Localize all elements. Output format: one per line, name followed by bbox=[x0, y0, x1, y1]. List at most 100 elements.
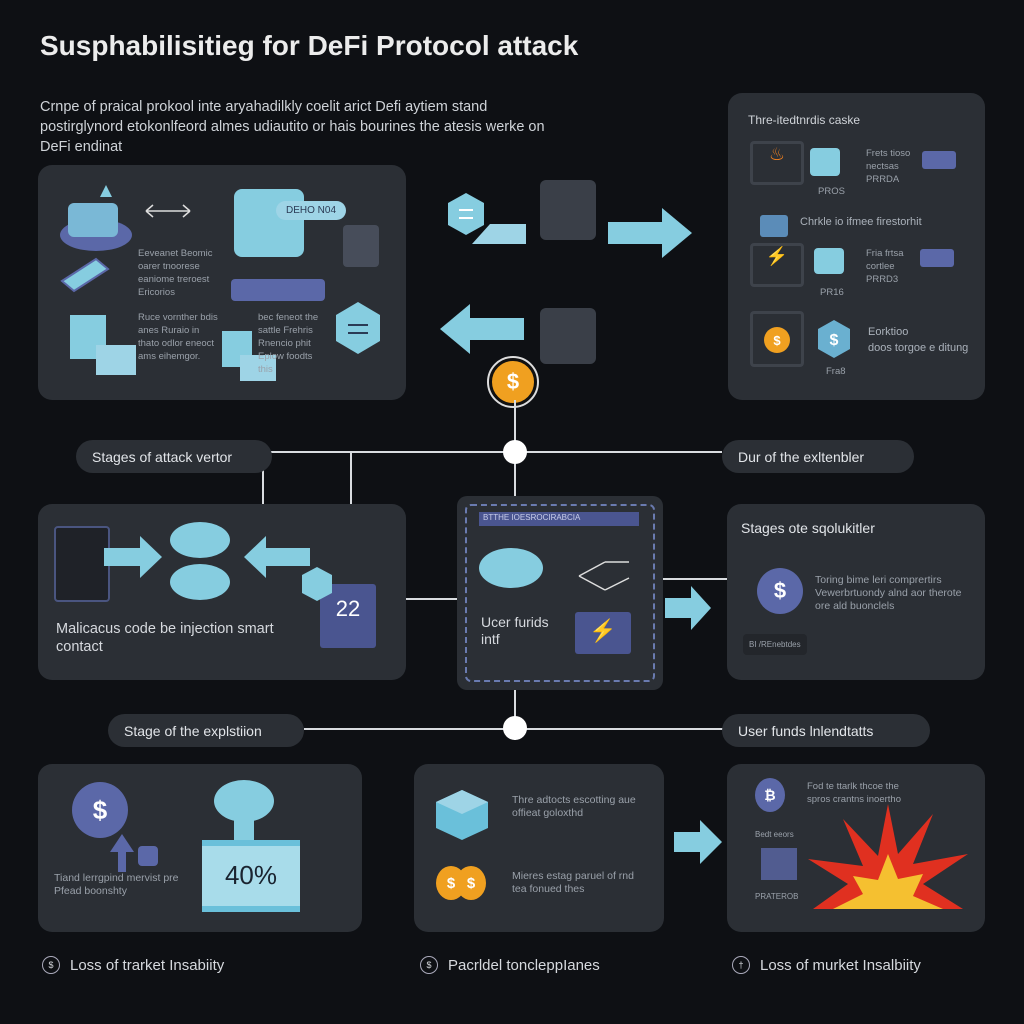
double-arrow-icon bbox=[145, 204, 191, 218]
connector-line bbox=[406, 598, 458, 600]
connector-line bbox=[514, 690, 516, 740]
subheading: Chrkle io ifmee firestorhit bbox=[800, 216, 922, 228]
row2-text: Fria frtsa cortlee PRRD3 bbox=[866, 248, 904, 285]
panel-text: Toring bime leri comprertirs Vewerbrtuon… bbox=[815, 574, 962, 612]
text-block-2: Ruce vornther bdis anes Ruraio in thato … bbox=[138, 312, 218, 362]
toolbar-bar bbox=[231, 279, 325, 301]
row3-title: Eorktioo bbox=[868, 326, 909, 338]
arrow-right-icon bbox=[608, 208, 692, 258]
fire-monitor-icon: ♨ bbox=[750, 141, 804, 185]
caption-2: $ Pacrldel toncleppIanes bbox=[420, 956, 600, 974]
panel-explosion: ₿ Fod te ttarlk thcoe the spros crantns … bbox=[727, 764, 985, 932]
hexagon-icon bbox=[302, 567, 332, 601]
svg-text:$: $ bbox=[830, 332, 839, 349]
page-title: Susphabilisitieg for DeFi Protocol attac… bbox=[40, 30, 579, 61]
panel-losses: Thre adtocts escotting aue offieat golox… bbox=[414, 764, 664, 932]
cursor-arrow-icon bbox=[110, 834, 158, 872]
coin-outline-icon: $ bbox=[42, 956, 60, 974]
dollar-coin-icon: $ bbox=[487, 356, 539, 408]
badge: DEHO N04 bbox=[276, 201, 347, 220]
cube-icon bbox=[436, 790, 488, 840]
connector-line bbox=[262, 452, 264, 504]
panel-text: Malicacus code be injection smart contac… bbox=[56, 621, 274, 655]
dollar-coin-icon: $ bbox=[72, 782, 128, 838]
hexagon-exchange-icon bbox=[336, 302, 380, 354]
token-disc-icon bbox=[170, 522, 230, 558]
box-stack-icon-2 bbox=[222, 331, 276, 381]
text-2: Mieres estag paruel of rnd tea fonued th… bbox=[512, 870, 634, 895]
cloud-document-icon bbox=[60, 185, 132, 251]
arrow-right-icon bbox=[674, 820, 722, 864]
token-disc-icon bbox=[479, 548, 543, 588]
label-1: Bedt eeors bbox=[755, 830, 794, 839]
arrow-right-icon bbox=[104, 536, 162, 578]
junction-node bbox=[503, 440, 527, 464]
panel-user-funds: BTTHE IOESROCIRABCIA Ucer furids intf ⚡ bbox=[457, 496, 663, 690]
break-monitor-icon: ⚡ bbox=[750, 243, 804, 287]
row3-label: Fra8 bbox=[826, 366, 846, 377]
arrow-left-icon bbox=[440, 304, 524, 354]
chat-icon bbox=[810, 148, 840, 176]
panel-text: Tiand lerrgpind mervist pre Pfead boonsh… bbox=[54, 872, 179, 897]
connector-line bbox=[350, 452, 352, 504]
header-bar: BTTHE IOESROCIRABCIA bbox=[479, 512, 639, 526]
text-1: Thre adtocts escotting aue offieat golox… bbox=[512, 794, 636, 819]
panel-heading: Thre-itedtnrdis caske bbox=[748, 113, 861, 127]
dollar-coin-icon-small: $ bbox=[764, 327, 790, 353]
coin-outline-icon: † bbox=[732, 956, 750, 974]
panel-code-injection: 22 Malicacus code be injection smart con… bbox=[38, 504, 406, 680]
connector-line bbox=[262, 451, 722, 453]
text-block-3: bec feneot the sattle Frehris Rnencio ph… bbox=[258, 312, 319, 375]
exchange-arrows-icon bbox=[578, 561, 630, 591]
counter-display: 22 bbox=[320, 584, 376, 648]
row1-label: PROS bbox=[818, 186, 845, 197]
arrow-left-icon bbox=[244, 536, 310, 578]
token-disc-icon-2 bbox=[170, 564, 230, 600]
caption-1: $ Loss of trarket Insabiity bbox=[42, 956, 224, 974]
label-2: PRATEROB bbox=[755, 892, 799, 901]
percent-display: 40% bbox=[202, 840, 300, 912]
row3-text: doos torgoe e ditung bbox=[868, 342, 969, 354]
panel-protocol-overview: Eeveanet Beomic oarer tnoorese eaniome t… bbox=[38, 165, 406, 400]
junction-node bbox=[503, 716, 527, 740]
hexagon-icon bbox=[448, 193, 484, 235]
arrow-right-icon bbox=[665, 586, 711, 630]
chat-icon-2 bbox=[814, 248, 844, 274]
caption-text: Loss of trarket Insabiity bbox=[70, 956, 225, 974]
card-icon bbox=[60, 257, 110, 293]
row1-button[interactable] bbox=[922, 151, 956, 169]
panel-market-loss: $ Tiand lerrgpind mervist pre Pfead boon… bbox=[38, 764, 362, 932]
row1-text: Frets tioso nectsas PRRDA bbox=[866, 148, 911, 185]
list-icon bbox=[343, 225, 379, 267]
hexagon-dollar-icon: $ bbox=[818, 320, 850, 358]
vault-icon bbox=[760, 215, 788, 237]
pill-stage-exploit: Stage of the explstiion bbox=[108, 714, 304, 747]
terminal-icon bbox=[540, 308, 596, 364]
caption-text: Loss of murket Insalbiity bbox=[760, 956, 921, 974]
document-card-icon bbox=[234, 189, 304, 257]
connector-line bbox=[663, 578, 727, 580]
row2-label: PR16 bbox=[820, 287, 844, 298]
tag: BI /REnebtdes bbox=[743, 634, 807, 655]
text-1: Fod te ttarlk thcoe the spros crantns in… bbox=[807, 781, 901, 805]
pill-stages-attack: Stages of attack vertor bbox=[76, 440, 272, 473]
bubble-icon bbox=[214, 780, 274, 822]
pill-user-funds: User funds lnlendtatts bbox=[722, 714, 930, 747]
panel-threat-cases: Thre-itedtnrdis caske ♨ PROS Frets tioso… bbox=[728, 93, 985, 400]
lightning-icon: ⚡ bbox=[575, 612, 631, 654]
row2-button[interactable] bbox=[920, 249, 954, 267]
building-icon bbox=[761, 848, 797, 880]
server-icon bbox=[540, 180, 596, 240]
dollar-coin-icon: $ bbox=[757, 568, 803, 614]
caption-3: † Loss of murket Insalbiity bbox=[732, 956, 921, 974]
connector-shape bbox=[472, 224, 526, 244]
intro-text: Crnpe of praical prokool inte aryahadilk… bbox=[40, 99, 545, 155]
caption-text: Pacrldel toncleppIanes bbox=[448, 956, 600, 974]
coin-icon-2: $ bbox=[456, 866, 486, 900]
code-file-icon bbox=[54, 526, 110, 602]
box-stack-icon bbox=[70, 315, 136, 375]
user-funds-text: Ucer furids intf bbox=[481, 614, 549, 647]
text-block-1: Eeveanet Beomic oarer tnoorese eaniome t… bbox=[138, 248, 213, 298]
pill-dur: Dur of the exltenbler bbox=[722, 440, 914, 473]
coin-outline-icon: $ bbox=[420, 956, 438, 974]
